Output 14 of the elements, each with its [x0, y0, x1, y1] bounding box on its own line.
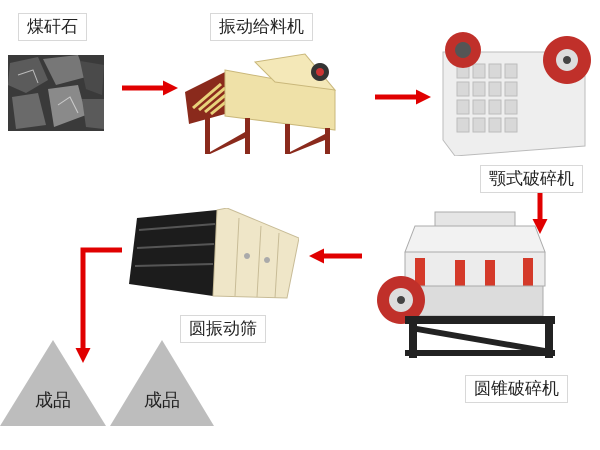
- machine-photo-drawing: [127, 208, 299, 300]
- machine-label: 颚式破碎机: [480, 165, 583, 193]
- product-pile: 成品: [0, 340, 106, 426]
- arrow: [309, 248, 362, 264]
- machine-label: 圆振动筛: [180, 315, 266, 343]
- machine-label: 圆锥破碎机: [465, 375, 568, 403]
- arrow: [532, 192, 548, 234]
- product-pile: 成品: [110, 340, 214, 426]
- arrow: [76, 248, 122, 363]
- arrow: [375, 90, 431, 104]
- machine-label: 煤矸石: [18, 13, 87, 41]
- machine-label: 振动给料机: [210, 13, 313, 41]
- coal-drawing: [8, 55, 104, 131]
- arrow: [122, 80, 178, 96]
